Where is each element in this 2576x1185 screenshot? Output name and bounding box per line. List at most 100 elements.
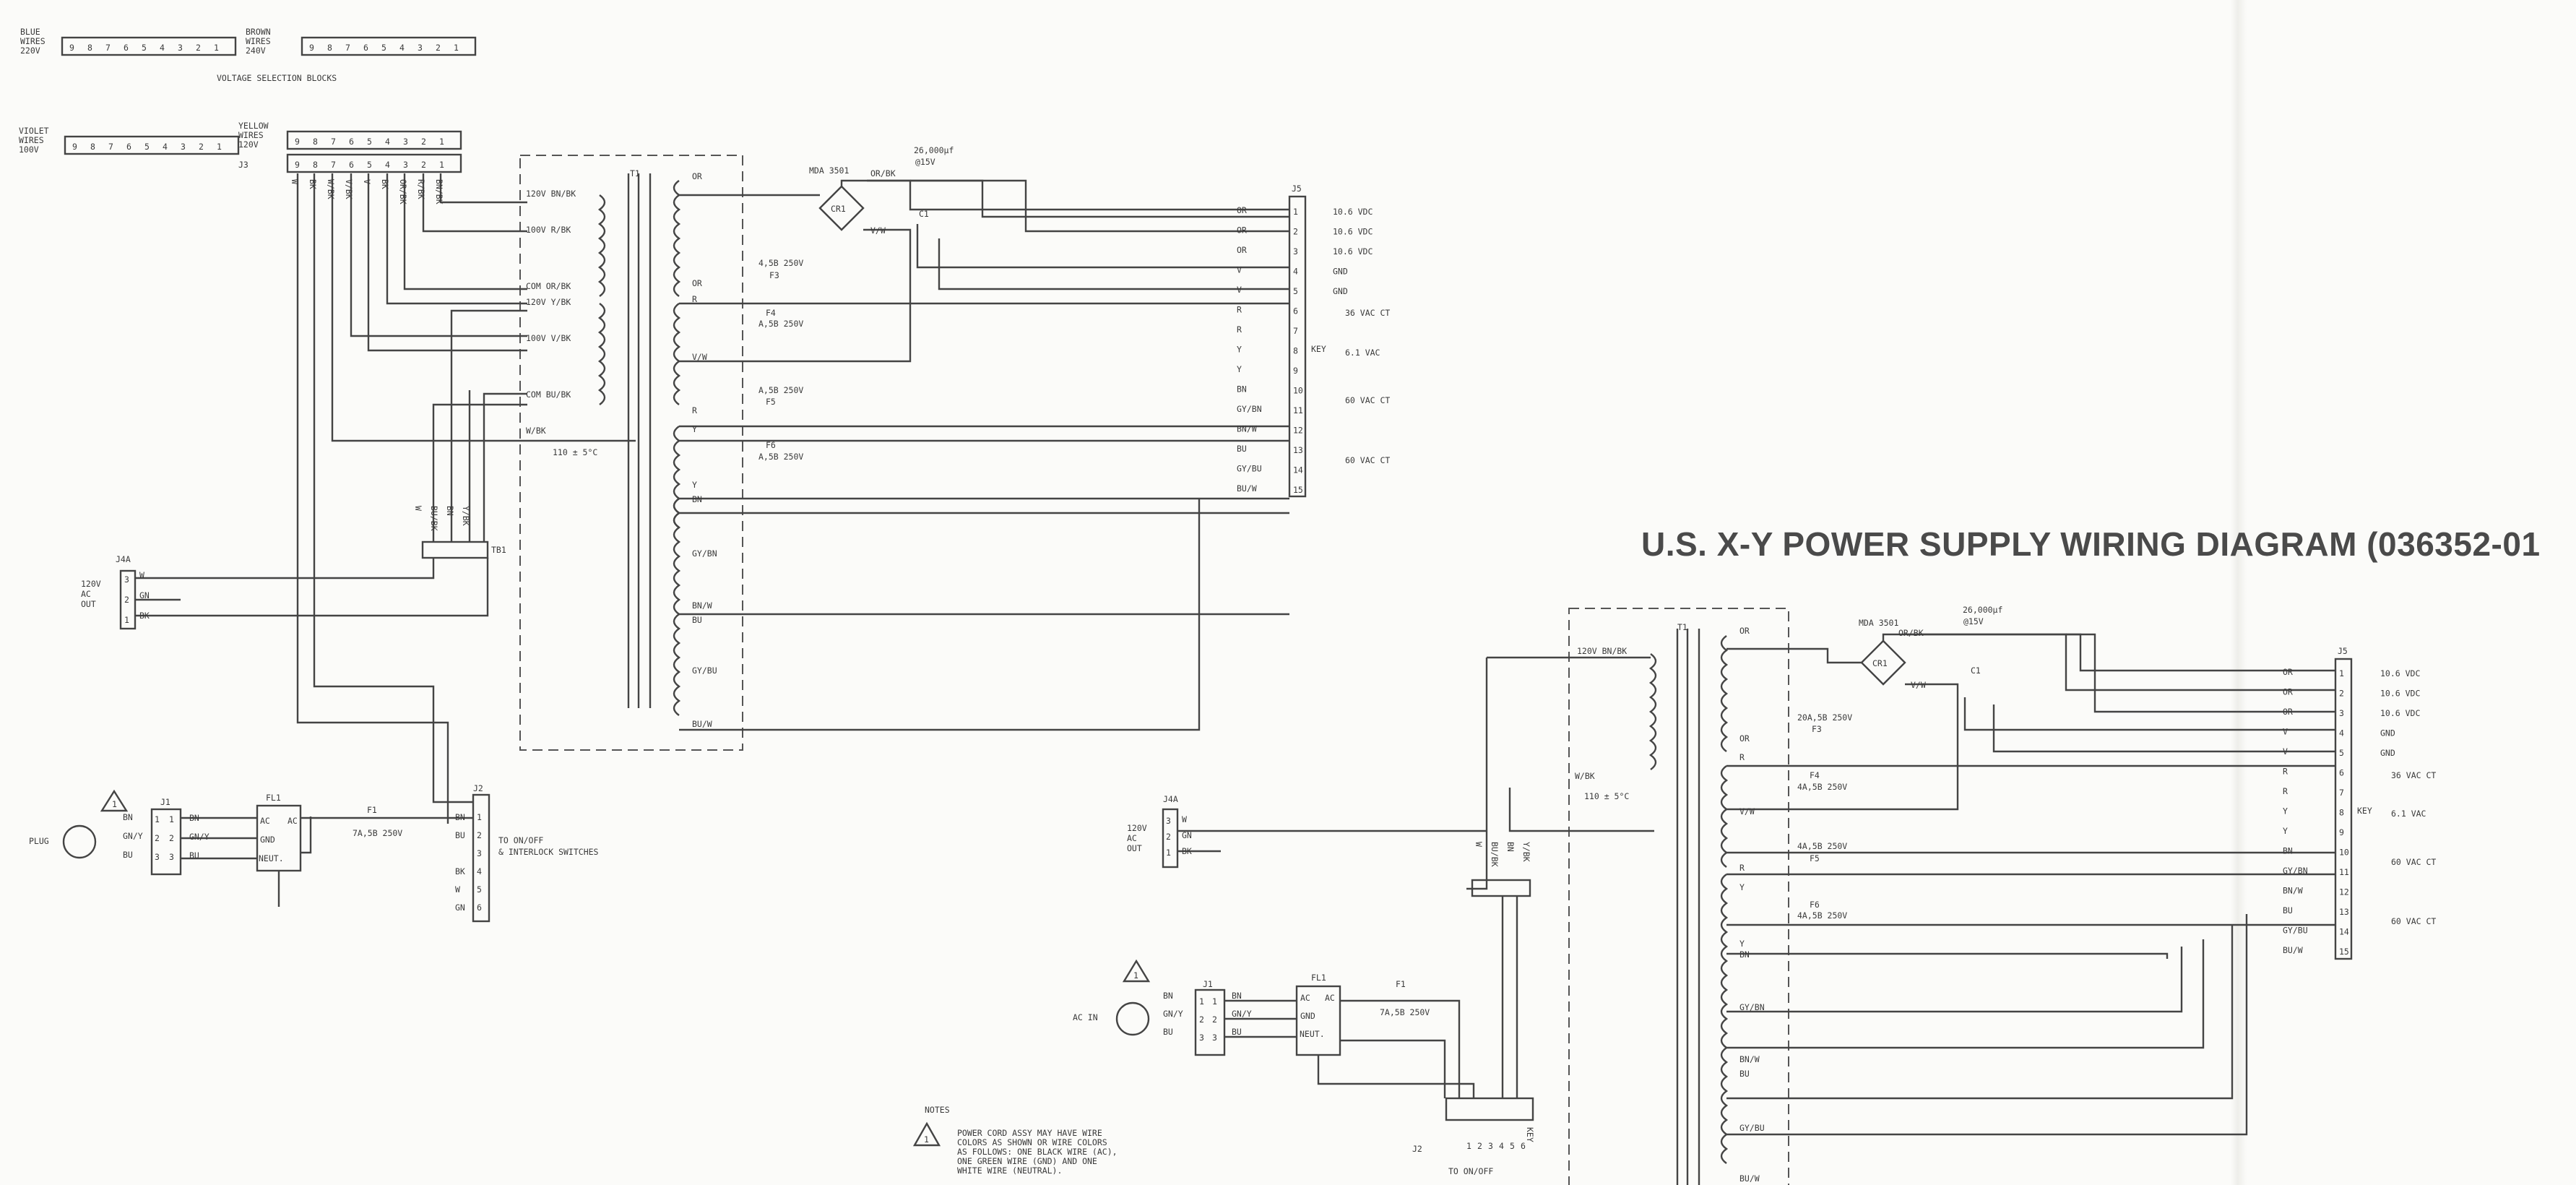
j2-pin-right: 1 xyxy=(1466,1141,1471,1151)
j5-pin: 12 xyxy=(1293,426,1303,436)
fl1-term: NEUT. xyxy=(259,853,284,863)
primary-tap-label: COM BU/BK xyxy=(526,389,571,400)
j4a-pin: 2 xyxy=(124,595,129,605)
blue-wires-pin: 4 xyxy=(160,43,165,53)
j5-wire-label: R xyxy=(1237,305,1242,315)
secondary-label: V/W xyxy=(692,352,707,362)
j5-wire-label: V xyxy=(1237,265,1242,275)
j5-wire-label-right: GY/BN xyxy=(2283,866,2308,876)
j5-output-label-right: 10.6 VDC xyxy=(2380,708,2420,718)
j2-note-right: TO ON/OFF xyxy=(1448,1166,1493,1176)
notes-marker-left: 1 xyxy=(112,799,117,809)
j1-wire-out-right: GN/Y xyxy=(1232,1009,1252,1019)
secondary-label-right: R xyxy=(1739,752,1745,762)
j2-pin: 2 xyxy=(477,830,482,840)
blue-wires-pin: 2 xyxy=(196,43,201,53)
j1-ref-right: J1 xyxy=(1203,979,1213,989)
brown-wires-pin: 6 xyxy=(363,43,368,53)
j3-wire-label: W/BK xyxy=(326,179,336,199)
blue-wires-pin: 1 xyxy=(214,43,219,53)
j4a-pin: 1 xyxy=(124,615,129,625)
j3-wire-label: OR/BK xyxy=(398,179,408,204)
violet-wires-pin: 8 xyxy=(90,142,95,152)
notes-marker: 1 xyxy=(924,1134,929,1145)
j5-wire-label-right: OR xyxy=(2283,707,2293,717)
transformer-ref: T1 xyxy=(630,168,640,178)
blue-wires-label: BLUE xyxy=(20,27,40,37)
fuse-f5-name: F5 xyxy=(766,397,776,407)
j4a-ref-right: J4A xyxy=(1163,794,1178,804)
capacitor-value-right: 26,000µf xyxy=(1963,605,2002,615)
fuse-f6-rating-right: 4A,5B 250V xyxy=(1797,910,1847,921)
secondary-label-right: OR xyxy=(1739,626,1750,636)
j1-pin: 1 xyxy=(169,814,174,824)
j1-pin: 3 xyxy=(155,852,160,862)
j1-wire-in: GN/Y xyxy=(123,831,143,841)
j5-pin: 8 xyxy=(1293,346,1298,356)
yellow-wires-pin: 5 xyxy=(367,137,372,147)
j4a-wire: W xyxy=(139,570,144,580)
j5-output-label: GND xyxy=(1333,267,1348,277)
notes-line: POWER CORD ASSY MAY HAVE WIRE xyxy=(957,1128,1102,1138)
fl1-ref: FL1 xyxy=(266,793,281,803)
j5-wire-label: GY/BN xyxy=(1237,404,1262,414)
primary-tap-label: 120V BN/BK xyxy=(526,189,576,199)
j2-pin-right: 5 xyxy=(1510,1141,1515,1151)
yellow-wires-pin: 4 xyxy=(385,137,390,147)
j1-wire-out-right: BN xyxy=(1232,991,1242,1001)
primary-tap-label: COM OR/BK xyxy=(526,281,571,291)
j1-pin-right: 3 xyxy=(1212,1033,1217,1043)
j4a-label-right: 120V xyxy=(1127,823,1147,833)
blue-wires-block xyxy=(61,36,237,56)
j5-group-label: 60 VAC CT xyxy=(1345,395,1390,405)
j2-pin: 6 xyxy=(477,902,482,913)
secondary-label-right: BU xyxy=(1739,1069,1750,1079)
j5-pin-right: 2 xyxy=(2339,689,2344,699)
j5-wire-label-right: BN/W xyxy=(2283,886,2303,896)
j5-pin-right: 11 xyxy=(2339,867,2349,877)
j4a-ref: J4A xyxy=(116,554,131,564)
secondary-label-right: GY/BN xyxy=(1739,1002,1765,1012)
rectifier-ref-right: CR1 xyxy=(1872,658,1888,668)
j2-pin: 4 xyxy=(477,866,482,876)
thermal-cutout-label: 110 ± 5°C xyxy=(553,447,597,457)
j2-pin-right: 4 xyxy=(1499,1141,1504,1151)
primary-tap-label: 100V R/BK xyxy=(526,225,571,235)
j5-wire-label: R xyxy=(1237,324,1242,335)
yellow-wires-pin: 1 xyxy=(439,137,444,147)
tb1-wire-label: Y/BK xyxy=(461,506,471,526)
fuse-f4-rating: A,5B 250V xyxy=(758,319,803,329)
j5-pin: 2 xyxy=(1293,227,1298,237)
transformer-ref-right: T1 xyxy=(1677,622,1687,632)
violet-wires-block xyxy=(64,135,240,155)
secondary-label: R xyxy=(692,294,697,304)
yellow-wires-label: YELLOW xyxy=(238,121,269,131)
plug-label: PLUG xyxy=(29,836,49,846)
j1-pin: 2 xyxy=(169,833,174,843)
rectifier-vw-label: V/W xyxy=(870,225,886,236)
j5-output-label: 10.6 VDC xyxy=(1333,227,1373,237)
secondary-label: BU/W xyxy=(692,719,712,729)
j3-pin: 5 xyxy=(367,160,372,170)
yellow-wires-block xyxy=(286,130,462,150)
brown-wires-label: 240V xyxy=(246,46,266,56)
j5-group-label-right: 60 VAC CT xyxy=(2391,857,2436,867)
j3-pin: 7 xyxy=(331,160,336,170)
j4a-pin-right: 1 xyxy=(1166,848,1171,858)
j5-wire-label: OR xyxy=(1237,205,1247,215)
blue-wires-label: WIRES xyxy=(20,36,46,46)
j4a-label-right: AC xyxy=(1127,833,1137,843)
primary-tap-label: W/BK xyxy=(526,426,546,436)
capacitor-value: 26,000µf xyxy=(914,145,954,155)
j5-pin-right: 8 xyxy=(2339,808,2344,818)
j3-pin: 4 xyxy=(385,160,390,170)
j4a-wire-right: W xyxy=(1182,814,1187,824)
yellow-wires-pin: 7 xyxy=(331,137,336,147)
j1-wire-in-right: BN xyxy=(1163,991,1173,1001)
fuse-f1-name: F1 xyxy=(367,805,377,815)
violet-wires-label: 100V xyxy=(19,145,39,155)
j3-block xyxy=(286,153,462,173)
j5-key-label-right: KEY xyxy=(2357,806,2372,816)
j5-wire-label: BN/W xyxy=(1237,424,1257,434)
